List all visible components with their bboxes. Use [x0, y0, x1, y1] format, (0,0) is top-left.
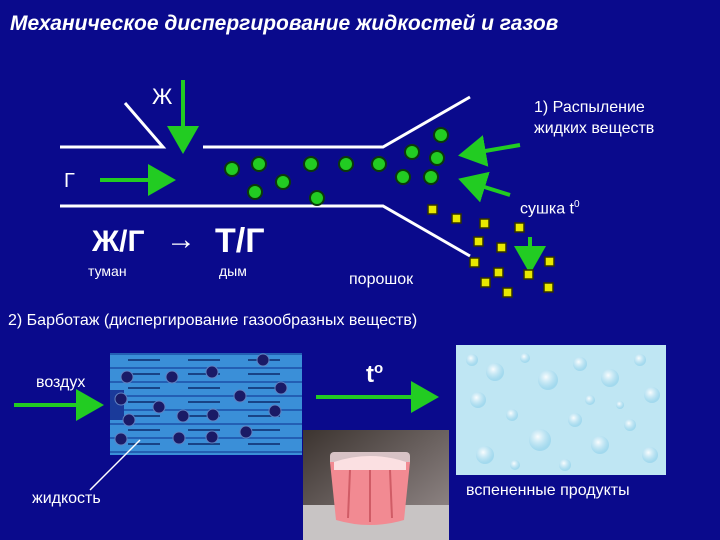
powder-square [493, 267, 504, 278]
droplet [303, 156, 319, 172]
label-bubbling: 2) Барботаж (диспергирование газообразны… [8, 312, 418, 329]
bubble [274, 381, 288, 395]
bubble [120, 370, 134, 384]
powder-square [523, 269, 534, 280]
bubble [114, 432, 128, 446]
label-liquid-tank: жидкость [32, 490, 101, 507]
droplet [251, 156, 267, 172]
droplet [433, 127, 449, 143]
label-spraying: 1) Распыление жидких веществ [534, 99, 655, 137]
powder-square [479, 218, 490, 229]
powder-square [543, 282, 554, 293]
foam-texture-image [456, 345, 666, 475]
bubble [114, 392, 128, 406]
liquid-pointer [89, 439, 141, 491]
droplet [338, 156, 354, 172]
label-liquid: Ж [152, 84, 173, 109]
liquid-tank [110, 353, 302, 455]
bubble [122, 413, 136, 427]
bubble [206, 408, 220, 422]
powder-square [514, 222, 525, 233]
nozzle-top-wall [60, 102, 167, 149]
gas-bubbles [114, 353, 288, 446]
droplet [429, 150, 445, 166]
bubble [172, 431, 186, 445]
powder-square [544, 256, 555, 267]
page-title: Механическое диспергирование жидкостей и… [10, 12, 559, 35]
bubble [233, 389, 247, 403]
droplets [224, 127, 449, 206]
nozzle-upper-wall [203, 95, 471, 149]
pink-foam-glass-image [303, 430, 449, 540]
bubble [256, 353, 270, 367]
bubble [165, 370, 179, 384]
droplet [275, 174, 291, 190]
label-air: воздух [36, 374, 86, 391]
bubble [268, 404, 282, 418]
label-powder: порошок [349, 271, 414, 288]
label-gas: Г [64, 170, 75, 192]
label-drying: сушка t0 [520, 199, 580, 218]
droplet [371, 156, 387, 172]
bubble [205, 365, 219, 379]
bubble [176, 409, 190, 423]
spray-arrow [458, 135, 521, 167]
droplet [395, 169, 411, 185]
powder-square [502, 287, 513, 298]
transition-arrow: → [166, 223, 196, 256]
label-temperature: to [366, 360, 384, 388]
bubble [205, 430, 219, 444]
powder-square [427, 204, 438, 215]
drying-arrow [458, 171, 511, 203]
powder-square [473, 236, 484, 247]
powder-particles [427, 204, 555, 298]
powder-square [496, 242, 507, 253]
nozzle-lower-wall [60, 204, 471, 258]
label-foamed-products: вспененные продукты [466, 482, 630, 499]
label-smoke: дым [219, 263, 247, 279]
label-solid-gas: Т/Г [215, 222, 265, 260]
droplet [423, 169, 439, 185]
droplet [247, 184, 263, 200]
droplet [309, 190, 325, 206]
bubble [152, 400, 166, 414]
droplet [224, 161, 240, 177]
bubble [239, 425, 253, 439]
powder-square [451, 213, 462, 224]
droplet [404, 144, 420, 160]
label-liquid-gas: Ж/Г [92, 225, 145, 258]
powder-square [469, 257, 480, 268]
powder-square [480, 277, 491, 288]
label-fog: туман [88, 263, 127, 279]
